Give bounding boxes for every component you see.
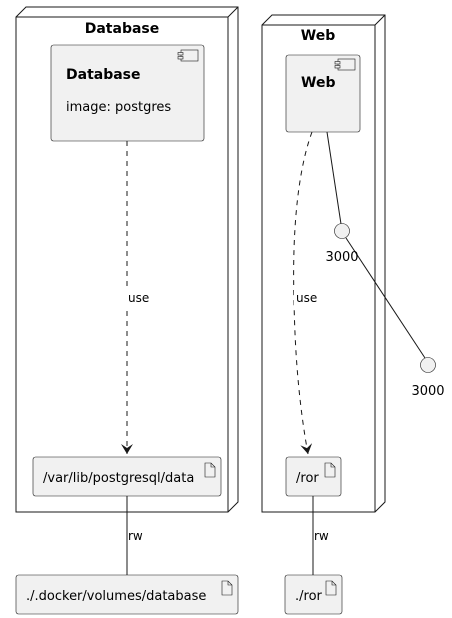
artifact-icon: [324, 462, 336, 478]
inner-port: 3000: [325, 223, 359, 265]
database-component-image: image: postgres: [66, 100, 171, 115]
artifact-icon: [325, 580, 337, 596]
port-circle: [334, 223, 350, 239]
outer-port-label: 3000: [411, 384, 444, 399]
web-port-edge: [326, 131, 342, 225]
web-node: Web: [261, 14, 386, 513]
database-node-title: Database: [85, 21, 160, 37]
web-volume-artifact: /ror: [285, 456, 342, 497]
artifact-icon: [204, 462, 216, 478]
db-volume-label: /var/lib/postgresql/data: [43, 471, 194, 486]
edges: use use rw rw: [121, 131, 426, 575]
database-component: Database image: postgres: [50, 44, 205, 142]
inner-port-label: 3000: [325, 250, 358, 265]
port-link-edge: [345, 237, 426, 359]
artifact-icon: [221, 580, 233, 596]
component-icon: [334, 58, 356, 71]
web-component-title: Web: [301, 75, 335, 91]
web-use-label: use: [296, 291, 317, 305]
web-host-artifact: ./ror: [284, 574, 343, 615]
web-host-label: ./ror: [295, 589, 323, 604]
web-rw-label: rw: [314, 529, 329, 543]
db-host-label: ./.docker/volumes/database: [26, 589, 206, 604]
outer-port: 3000: [411, 357, 445, 399]
db-host-artifact: ./.docker/volumes/database: [15, 574, 239, 615]
web-component: Web: [285, 54, 361, 133]
db-use-label: use: [128, 291, 149, 305]
database-component-title: Database: [66, 67, 141, 83]
db-volume-artifact: /var/lib/postgresql/data: [32, 456, 222, 497]
web-use-edge: [293, 131, 313, 455]
web-volume-label: /ror: [296, 471, 319, 486]
web-node-title: Web: [301, 28, 335, 44]
db-rw-label: rw: [128, 529, 143, 543]
component-icon: [177, 49, 199, 62]
port-circle: [420, 357, 436, 373]
